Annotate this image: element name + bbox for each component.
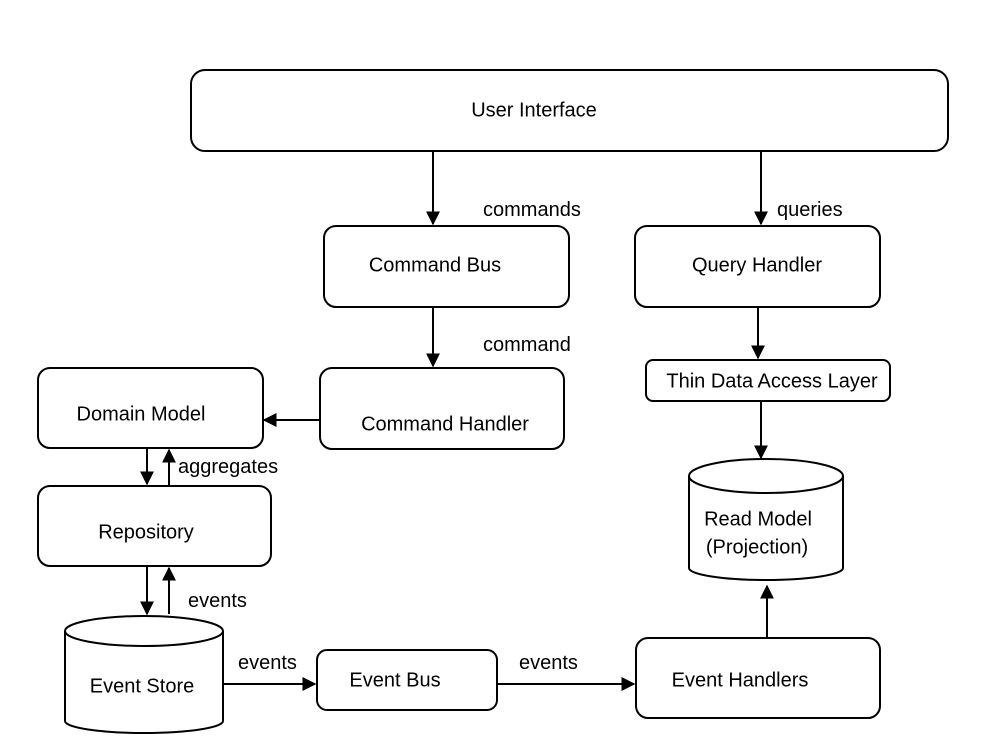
read-model-node: Read Model (Projection) bbox=[688, 458, 844, 581]
domain-model-label: Domain Model bbox=[77, 403, 206, 425]
query-handler-node: Query Handler bbox=[634, 225, 881, 308]
query-handler-label: Query Handler bbox=[692, 254, 822, 276]
read-model-label-line1: Read Model bbox=[704, 508, 812, 530]
queries-edge-label: queries bbox=[777, 199, 843, 221]
repository-events-edge-label: events bbox=[188, 590, 247, 612]
command-bus-node: Command Bus bbox=[323, 225, 570, 308]
event-store-label: Event Store bbox=[90, 675, 195, 697]
event-handlers-node: Event Handlers bbox=[635, 637, 881, 719]
repository-label: Repository bbox=[98, 521, 194, 543]
read-model-label-line2: (Projection) bbox=[706, 536, 808, 558]
command-handler-node: Command Handler bbox=[319, 367, 565, 450]
event-bus-node: Event Bus bbox=[316, 649, 498, 711]
command-handler-label: Command Handler bbox=[361, 413, 529, 435]
event-store-events-edge-label: events bbox=[238, 652, 297, 674]
event-bus-label: Event Bus bbox=[349, 669, 440, 691]
command-edge-label: command bbox=[483, 334, 571, 356]
user-interface-label: User Interface bbox=[471, 99, 597, 121]
commands-edge-label: commands bbox=[483, 199, 581, 221]
command-bus-label: Command Bus bbox=[369, 254, 501, 276]
domain-model-node: Domain Model bbox=[37, 367, 264, 449]
event-handlers-label: Event Handlers bbox=[672, 669, 809, 691]
user-interface-node: User Interface bbox=[190, 69, 949, 152]
repository-node: Repository bbox=[37, 485, 272, 567]
event-store-node: Event Store bbox=[64, 615, 224, 734]
thin-data-access-layer-node: Thin Data Access Layer bbox=[645, 359, 891, 402]
aggregates-edge-label: aggregates bbox=[178, 456, 278, 478]
thin-data-access-layer-label: Thin Data Access Layer bbox=[666, 370, 878, 392]
event-bus-events-edge-label: events bbox=[519, 652, 578, 674]
